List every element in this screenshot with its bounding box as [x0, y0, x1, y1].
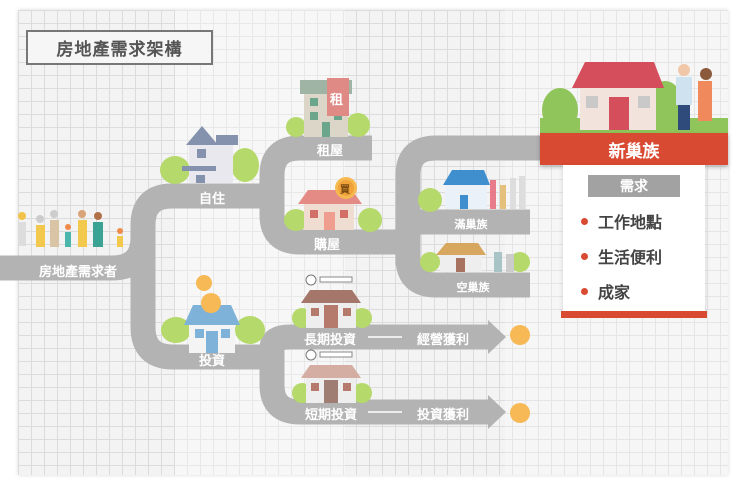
road-empty-nest [395, 240, 530, 298]
arrow-short-term [488, 395, 506, 429]
arrow-long-term [488, 320, 506, 354]
road-buy [259, 175, 400, 255]
buy-sign: 買 [340, 185, 350, 196]
coin-icon [201, 293, 221, 313]
need-item-label: 成家 [598, 283, 631, 302]
node-long-term: 長期投資 [303, 333, 357, 348]
node-investment-profit: 投資獲利 [416, 408, 470, 423]
coin-icon [196, 275, 212, 291]
node-empty-nest: 空巢族 [456, 281, 490, 294]
node-self-use: 自住 [198, 192, 226, 207]
empty-nest-house-icon [420, 243, 530, 272]
need-item-label: 工作地點 [598, 213, 663, 232]
clock-icon [305, 349, 317, 361]
coin-icon [510, 403, 530, 423]
purchase-house-icon [284, 177, 382, 232]
people-group-icon [18, 210, 123, 247]
need-item: 生活便利 [581, 244, 662, 268]
bullet-icon [581, 252, 588, 260]
node-root: 房地產需求者 [38, 265, 118, 280]
node-buy: 購屋 [313, 238, 341, 253]
couple-icon [676, 64, 712, 130]
rent-sign: 租 [330, 93, 344, 108]
card-footer-bar [561, 311, 707, 318]
full-nest-house-icon [418, 170, 525, 212]
node-rent: 租屋 [316, 144, 344, 159]
self-use-house-icon [160, 126, 259, 184]
rental-building-icon [286, 78, 370, 137]
needs-heading: 需求 [588, 175, 680, 197]
road-short-term [259, 345, 492, 425]
bullet-icon [581, 287, 588, 295]
node-invest: 投資 [198, 354, 226, 369]
new-nest-card-title: 新巢族 [540, 133, 728, 165]
new-nest-house-icon [540, 62, 728, 134]
diagram-title: 房地產需求架構 [26, 30, 213, 65]
road-invest [130, 230, 272, 370]
need-item-label: 生活便利 [598, 248, 663, 267]
node-operating-profit: 經營獲利 [416, 333, 470, 348]
new-nest-card: 需求 工作地點 生活便利 成家 [563, 165, 705, 312]
long-term-house-icon [292, 274, 372, 328]
node-full-nest: 滿巢族 [454, 218, 488, 231]
coin-icon [510, 325, 530, 345]
need-item: 成家 [581, 279, 630, 303]
road-new-nest [395, 135, 548, 265]
investment-house-icon [161, 275, 265, 353]
need-item: 工作地點 [581, 209, 662, 233]
node-short-term: 短期投資 [304, 408, 358, 423]
bullet-icon [581, 217, 588, 225]
clock-icon [305, 274, 317, 286]
short-term-house-icon [292, 349, 372, 403]
